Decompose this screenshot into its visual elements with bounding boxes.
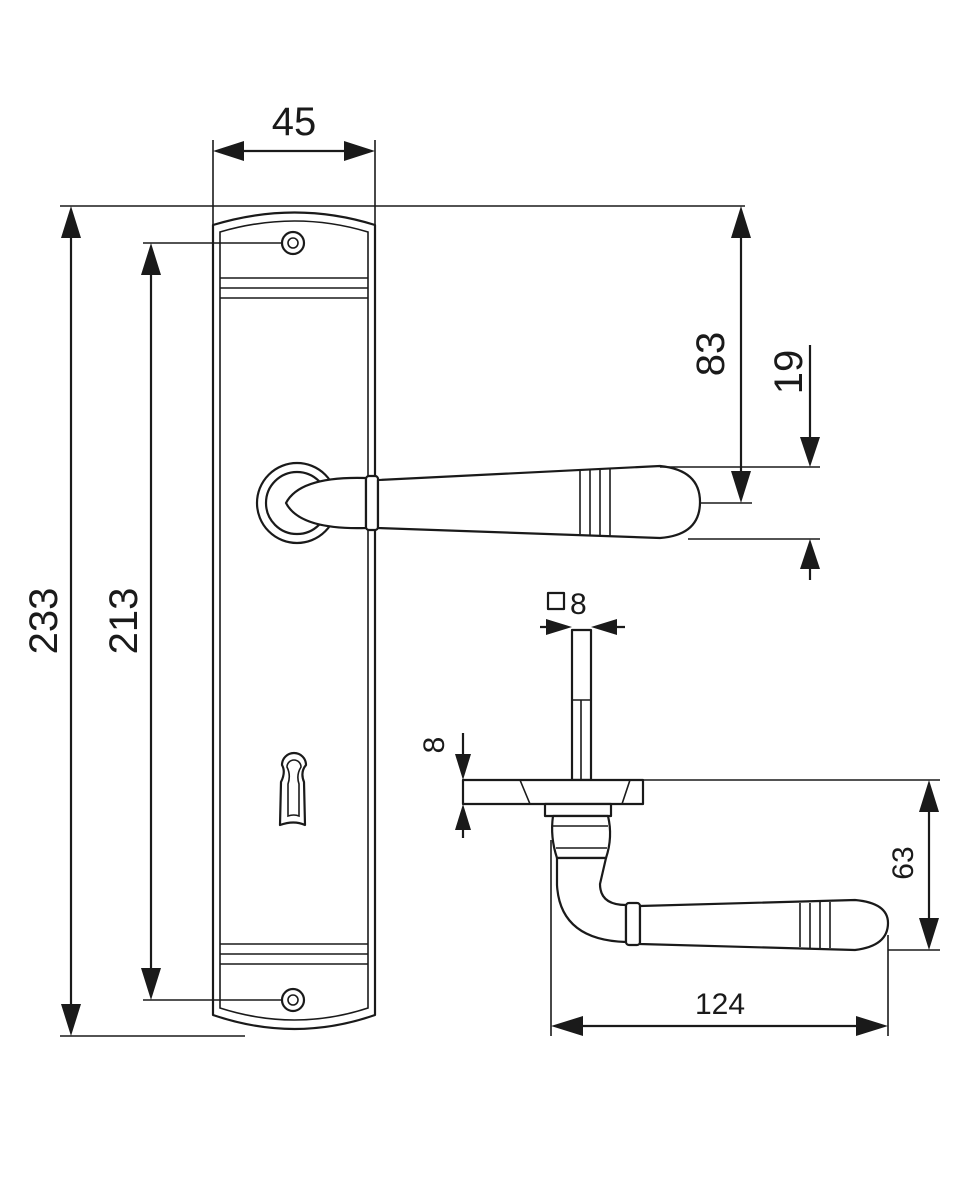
label-8-plate: 8	[418, 737, 451, 754]
spindle	[570, 628, 593, 782]
label-213: 213	[102, 588, 146, 655]
dimension-plate-thickness: 8	[418, 733, 471, 838]
dimension-handle-height: 83	[689, 206, 752, 504]
rose-side-view	[543, 802, 613, 860]
bottom-screw-hole	[280, 987, 306, 1013]
dimension-total-height: 233	[22, 206, 245, 1037]
dimension-handle-length: 124	[550, 840, 889, 1036]
label-19: 19	[767, 350, 811, 395]
lever-handle-front-view	[284, 464, 702, 540]
keyhole	[278, 751, 308, 827]
dimension-screw-spacing: 213	[102, 242, 282, 1001]
label-63: 63	[887, 846, 920, 879]
dimension-handle-thickness: 19	[660, 345, 820, 580]
square-symbol-icon	[546, 591, 566, 611]
label-233: 233	[22, 588, 66, 655]
label-45: 45	[272, 100, 317, 144]
label-8-square: 8	[570, 588, 587, 621]
lever-handle-side-view	[555, 856, 890, 952]
label-83: 83	[689, 332, 733, 377]
dimension-handle-projection: 63	[643, 779, 940, 951]
dimension-backplate-width: 45	[212, 100, 376, 225]
backplate-side-view	[461, 778, 645, 806]
top-screw-hole	[280, 230, 306, 256]
label-124: 124	[695, 988, 745, 1021]
dimension-spindle-square: 8	[540, 588, 625, 635]
backplate-front-view	[211, 211, 377, 1031]
